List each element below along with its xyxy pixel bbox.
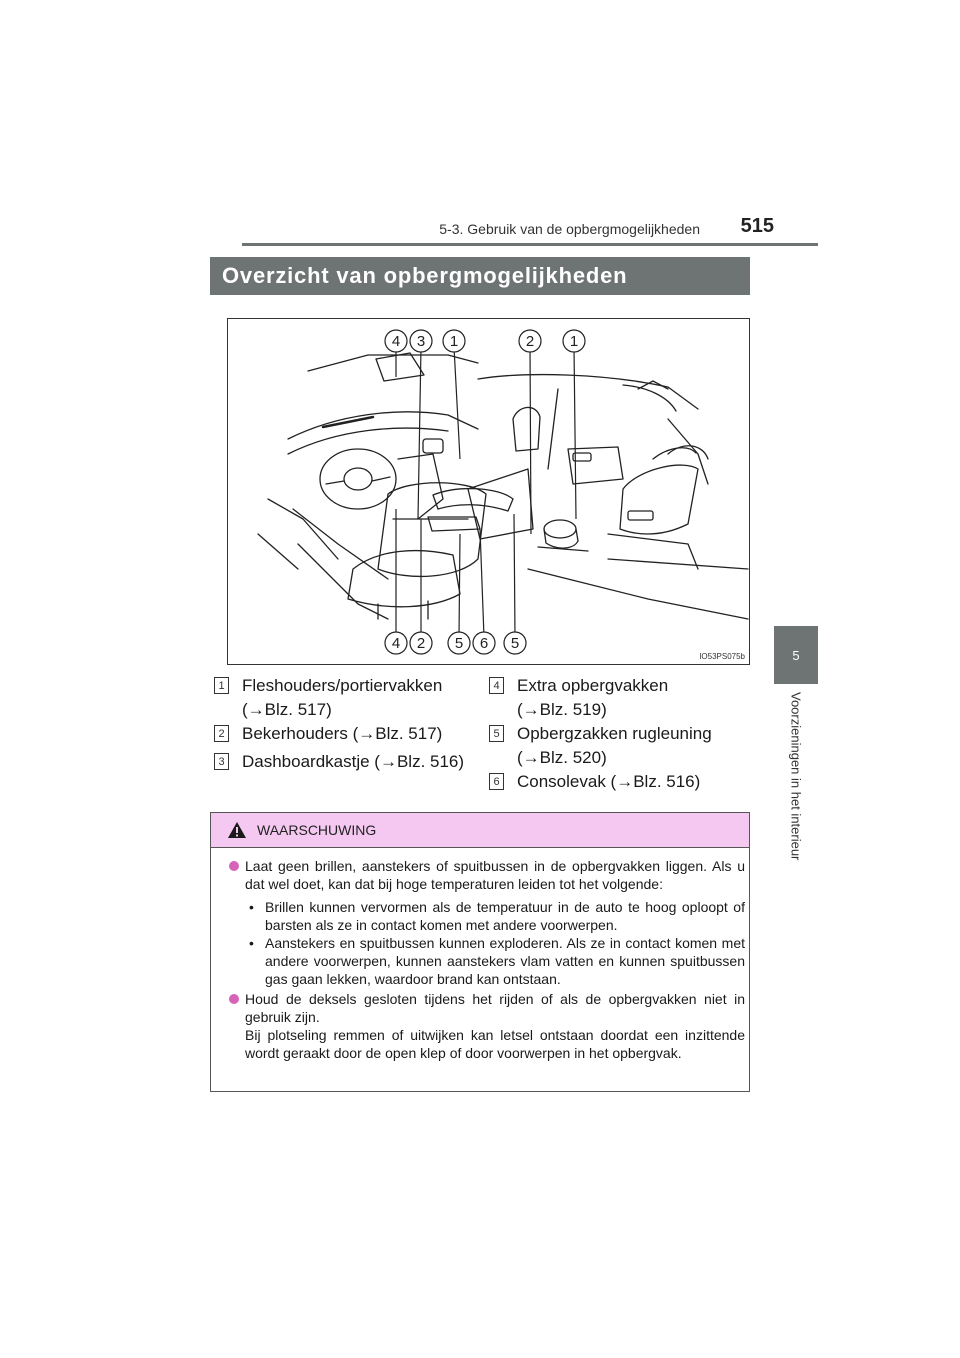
callout-bottom-3-label: 5 [455, 635, 463, 652]
callout-top-1-label: 4 [392, 333, 400, 350]
warning-box: WAARSCHUWING Laat geen brillen, aansteke… [210, 812, 750, 1092]
car-interior-drawing: 4 3 1 2 1 4 [257, 329, 749, 655]
legend-text-3: Dashboardkastje (→Blz. 516) [242, 752, 465, 771]
legend-number-6: 6 [489, 773, 504, 790]
callout-bottom-3: 5 [447, 631, 471, 655]
legend-item-4: 4 Extra opbergvakken (→Blz. 519) [489, 674, 669, 722]
sub-bullet-icon: • [249, 899, 254, 915]
legend-text-2: Bekerhouders (→Blz. 517) [242, 724, 443, 743]
legend-item-5: 5 Opbergzakken rugleuning (→Blz. 520) [489, 722, 712, 770]
legend-ref-1: (→Blz. 517) [242, 700, 332, 719]
chapter-tab: 5 [774, 626, 818, 684]
warning-bullet-2: Houd de deksels gesloten tijdens het rij… [229, 990, 745, 1062]
interior-illustration: 4 3 1 2 1 4 [227, 318, 750, 665]
legend-text-5: Opbergzakken rugleuning [517, 724, 712, 743]
callout-bottom-5-label: 5 [511, 635, 519, 652]
legend-number-5: 5 [489, 725, 504, 742]
warning-subitem-2: • Aanstekers en spuitbussen kunnen explo… [229, 934, 745, 988]
warning-header: WAARSCHUWING [211, 813, 749, 848]
legend-number-1: 1 [214, 677, 229, 694]
callout-top-2-label: 3 [417, 333, 425, 350]
chapter-tab-number: 5 [792, 647, 800, 663]
callout-bottom-2-label: 2 [417, 635, 425, 652]
warning-bullet-1: Laat geen brillen, aanstekers of spuitbu… [229, 857, 745, 893]
callout-top-3-label: 1 [450, 333, 458, 350]
sub-bullet-icon: • [249, 935, 254, 951]
warning-title: WAARSCHUWING [257, 822, 377, 838]
warning-subitem-2-text: Aanstekers en spuitbussen kunnen explode… [265, 935, 745, 987]
warning-bullet-2-text: Houd de deksels gesloten tijdens het rij… [245, 991, 745, 1025]
legend-item-2: 2 Bekerhouders (→Blz. 517) [214, 722, 443, 746]
figure-code: IO53PS075b [699, 652, 745, 661]
legend-item-3: 3 Dashboardkastje (→Blz. 516) [214, 750, 465, 774]
callout-bottom-4: 6 [472, 631, 496, 655]
warning-triangle-icon [228, 822, 246, 838]
callout-top-3: 1 [442, 329, 466, 353]
chapter-side-label: Voorzieningen in het interieur [788, 692, 804, 861]
warning-subitem-1: • Brillen kunnen vervormen als de temper… [229, 898, 745, 934]
callout-bottom-5: 5 [503, 631, 527, 655]
warning-subitem-1-text: Brillen kunnen vervormen als de temperat… [265, 899, 745, 933]
page-number: 515 [740, 215, 774, 237]
callout-top-5: 1 [562, 329, 586, 353]
callout-top-2: 3 [409, 329, 433, 353]
warning-bullet-1-text: Laat geen brillen, aanstekers of spuitbu… [245, 858, 745, 892]
callout-bottom-1-label: 4 [392, 635, 400, 652]
section-title: Overzicht van opbergmogelijkheden [210, 257, 750, 295]
legend-number-4: 4 [489, 677, 504, 694]
legend-text-1: Fleshouders/portiervakken [242, 676, 443, 695]
callout-bottom-1: 4 [384, 631, 408, 655]
callout-bottom-2: 2 [409, 631, 433, 655]
legend-ref-5: (→Blz. 520) [517, 748, 607, 767]
legend-number-2: 2 [214, 725, 229, 742]
legend-item-6: 6 Consolevak (→Blz. 516) [489, 770, 701, 794]
callout-top-4-label: 2 [526, 333, 534, 350]
legend-item-1: 1 Fleshouders/portiervakken (→Blz. 517) [214, 674, 443, 722]
header-divider [242, 243, 818, 246]
callout-top-5-label: 1 [570, 333, 578, 350]
bullet-dot-icon [229, 994, 239, 1004]
bullet-dot-icon [229, 861, 239, 871]
warning-body: Laat geen brillen, aanstekers of spuitbu… [229, 857, 745, 1062]
legend-text-4: Extra opbergvakken [517, 676, 669, 695]
callout-bottom-4-label: 6 [480, 635, 488, 652]
callout-top-1: 4 [384, 329, 408, 353]
legend-number-3: 3 [214, 753, 229, 770]
legend-ref-4: (→Blz. 519) [517, 700, 607, 719]
callout-top-4: 2 [518, 329, 542, 353]
legend-text-6: Consolevak (→Blz. 516) [517, 772, 701, 791]
warning-bullet-2-text-2: Bij plotseling remmen of uitwijken kan l… [245, 1027, 745, 1061]
chapter-title: 5-3. Gebruik van de opbergmogelijkheden [439, 221, 700, 237]
